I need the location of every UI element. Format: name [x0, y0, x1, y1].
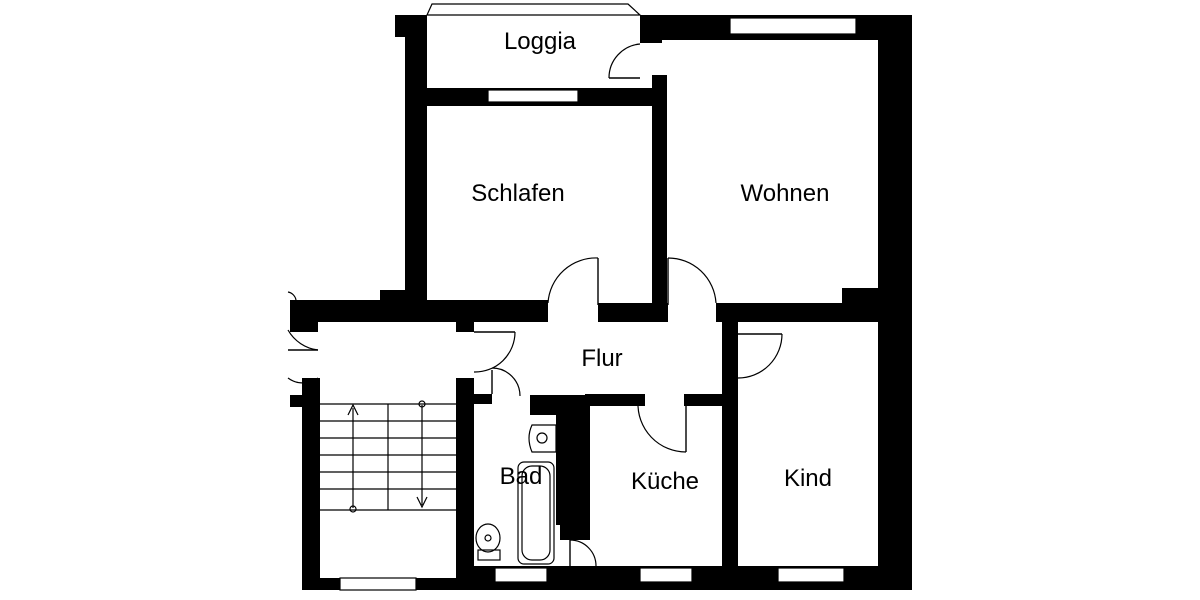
bad-top-wall [474, 394, 492, 404]
stair-left-wall [302, 378, 320, 590]
kueche-door-swing [637, 401, 687, 453]
room-label-loggia: Loggia [504, 28, 577, 55]
room-label-bad: Bad [500, 463, 543, 490]
wohnen-right-wall [878, 15, 912, 320]
mid-wall-right-block [842, 288, 912, 322]
kueche-window [639, 567, 693, 583]
entrance-door-swing [473, 331, 516, 373]
staircase [320, 400, 456, 513]
doors [287, 43, 783, 567]
bathtub [517, 461, 555, 565]
loggia-left-wall [405, 15, 427, 110]
room-label-kind: Kind [784, 465, 832, 492]
wohnen-right-cap [898, 15, 912, 37]
room-label-schlafen: Schlafen [471, 180, 564, 207]
loggia-left-wall-cap [395, 15, 407, 37]
loggia-window [426, 3, 642, 16]
room-labels: Loggia Schlafen Wohnen Flur Bad Küche Ki… [471, 28, 832, 495]
shaft-door-swing [569, 539, 597, 567]
sink [528, 424, 557, 453]
schlafen-right-wall [652, 75, 667, 310]
stair-door-swing-lower [287, 377, 319, 384]
room-label-wohnen: Wohnen [741, 180, 830, 207]
kind-door-swing [737, 333, 783, 379]
shaft-outer [560, 520, 590, 540]
wohnen-door-swing [667, 257, 717, 304]
kind-window [777, 567, 845, 583]
room-label-kueche: Küche [631, 468, 699, 495]
walls [290, 15, 912, 590]
mid-wall-left [290, 300, 548, 322]
bad-door-swing [491, 367, 521, 397]
bathroom-fixtures [475, 424, 557, 565]
stair-left-wall-top [290, 320, 318, 332]
kueche-kind-divider [722, 320, 738, 590]
stair-window [339, 577, 417, 591]
loggia-door-swing [608, 43, 641, 79]
schlafen-left-wall [405, 88, 427, 308]
bad-kueche-divider [556, 395, 590, 525]
mid-wall-center [598, 303, 668, 322]
bad-window [494, 567, 548, 583]
stair-upper-arc [287, 291, 297, 301]
toilet [475, 523, 501, 553]
schlafen-door-swing [547, 257, 599, 304]
stair-left-wall-cap [290, 395, 304, 407]
wohnen-window [729, 17, 857, 35]
kind-right-wall [878, 320, 912, 590]
kueche-top-wall [585, 394, 645, 406]
schlafen-window [487, 89, 579, 103]
room-label-flur: Flur [581, 345, 622, 372]
stair-right-wall-top [456, 320, 474, 332]
windows [339, 3, 857, 591]
mid-wall-step [380, 290, 420, 305]
stair-right-wall [456, 378, 474, 590]
stair-door-swing [287, 329, 319, 351]
